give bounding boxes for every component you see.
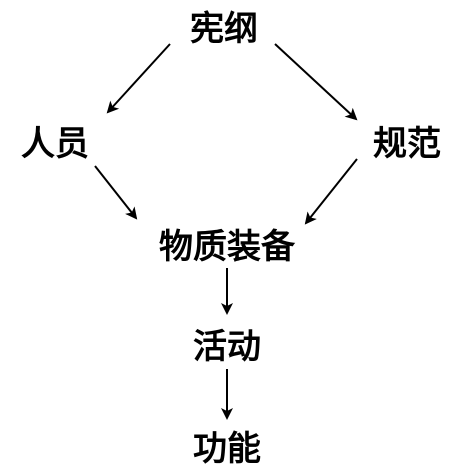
node-activity: 活动 (193, 327, 261, 367)
edge-constitution-to-personnel (106, 43, 171, 114)
node-function: 功能 (193, 429, 261, 468)
diagram-nodes: 宪纲 人员 规范 物质装备 活动 功能 (21, 9, 441, 468)
diagram-edges (94, 43, 358, 420)
node-material-equipment: 物质装备 (159, 227, 296, 267)
edge-personnel-to-material-equipment (94, 165, 138, 220)
node-personnel: 人员 (21, 124, 89, 164)
node-norms: 规范 (373, 124, 441, 164)
edge-constitution-to-norms (274, 43, 358, 121)
node-constitution: 宪纲 (190, 9, 258, 49)
edge-norms-to-material-equipment (304, 158, 358, 225)
